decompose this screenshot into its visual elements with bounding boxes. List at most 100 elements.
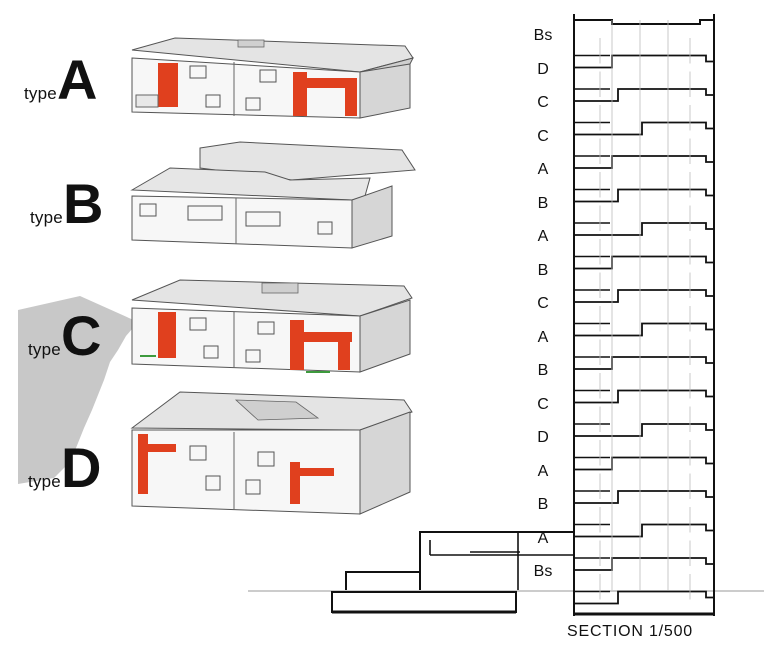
floor-label: A <box>537 462 549 480</box>
podium-lower <box>345 571 420 590</box>
type-b-prefix: type <box>30 208 63 227</box>
floor-label: Bs <box>533 563 553 580</box>
floor-slab <box>574 289 714 303</box>
floor-slab <box>574 222 714 236</box>
floor-label: C <box>537 295 549 312</box>
module-c-window <box>203 345 219 359</box>
floor-slabs <box>574 54 714 605</box>
module-a-window <box>259 69 277 83</box>
floor-slab <box>574 255 714 270</box>
module-c-balcony-left <box>158 312 176 358</box>
floor-label: A <box>537 161 549 178</box>
module-d-window <box>257 451 275 467</box>
floor-slab <box>574 389 714 404</box>
floor-label: D <box>537 429 549 446</box>
type-d-letter: D <box>60 436 102 499</box>
floor-label: B <box>537 362 549 379</box>
module-a-balcony-right <box>293 72 307 116</box>
module-b-top-volume <box>199 141 416 181</box>
module-a-balcony-left <box>158 63 178 107</box>
floor-slab <box>574 88 714 102</box>
module-d-window <box>205 475 221 491</box>
podium-upper <box>419 531 574 590</box>
module-d-window <box>189 445 207 461</box>
type-c-letter: C <box>60 304 102 367</box>
floor-slab <box>574 155 714 169</box>
module-a-terrace <box>135 94 159 108</box>
floor-slab <box>574 423 714 437</box>
type-d-prefix: type <box>28 472 61 491</box>
module-d-frame-right-top <box>300 468 334 476</box>
type-a-prefix: type <box>24 84 57 103</box>
module-a-window <box>245 97 261 111</box>
module-type-d <box>130 391 413 515</box>
module-a-roof-hatch <box>237 39 265 48</box>
module-d-frame-left-top <box>148 444 176 452</box>
module-b-window <box>245 211 281 227</box>
module-c-window <box>257 321 275 335</box>
floor-label: C <box>537 127 549 145</box>
floor-slab <box>574 322 714 337</box>
floor-slab <box>574 590 714 605</box>
module-a-window <box>189 65 207 79</box>
module-c-roof-opening <box>261 282 299 294</box>
module-b-window <box>139 203 157 217</box>
type-a-letter: A <box>56 48 98 111</box>
floor-label: B <box>537 496 549 513</box>
module-c-balcony-top <box>304 332 352 342</box>
floor-label: A <box>537 228 549 245</box>
module-type-c <box>131 279 413 373</box>
module-c-balcony-post <box>338 340 350 370</box>
floor-label: B <box>537 194 549 212</box>
building-section <box>248 14 764 616</box>
floor-label: A <box>537 328 549 346</box>
module-b-window <box>187 205 223 221</box>
floor-slab <box>574 557 714 571</box>
type-b-letter: B <box>62 172 104 235</box>
module-b-side-wall <box>351 185 393 249</box>
module-a-balcony-post <box>345 86 357 116</box>
tower-roof <box>573 14 715 25</box>
module-type-b <box>130 141 416 249</box>
module-a-balcony-top <box>307 78 357 88</box>
module-a-roof <box>131 37 414 73</box>
module-d-frame-left <box>138 434 148 494</box>
module-c-roof <box>131 279 413 317</box>
shadow-shape <box>18 296 138 484</box>
floor-label: B <box>537 261 549 279</box>
module-d-courtyard <box>234 399 320 421</box>
type-c-label: typeC <box>28 308 101 364</box>
module-a-side-wall <box>359 63 411 119</box>
module-b-window <box>317 221 333 235</box>
floor-label: D <box>537 60 549 78</box>
module-c-balcony-right <box>290 320 304 370</box>
type-b-label: typeB <box>30 176 103 232</box>
interior-grid <box>599 20 691 600</box>
floor-label: C <box>537 94 549 111</box>
section-caption: SECTION 1/500 <box>567 623 694 640</box>
module-d-frame-right <box>290 462 300 504</box>
floor-slab <box>574 356 714 370</box>
floor-label: A <box>537 529 549 547</box>
basement <box>331 591 517 613</box>
floor-slab <box>574 121 714 136</box>
floor-slab <box>574 54 714 69</box>
type-c-prefix: type <box>28 340 61 359</box>
floor-slab <box>574 523 714 538</box>
floor-label: Bs <box>533 27 553 44</box>
module-d-side-wall <box>359 411 411 515</box>
module-type-a <box>131 37 414 119</box>
type-d-label: typeD <box>28 440 101 496</box>
module-c-window <box>189 317 207 331</box>
module-d-window <box>245 479 261 495</box>
floor-slab <box>574 188 714 203</box>
floor-slab <box>574 490 714 504</box>
floor-label: C <box>537 395 549 413</box>
type-a-label: typeA <box>24 52 97 108</box>
floor-slab <box>574 456 714 471</box>
module-a-window <box>205 94 221 108</box>
module-c-side-wall <box>359 299 411 373</box>
module-c-window <box>245 349 261 363</box>
